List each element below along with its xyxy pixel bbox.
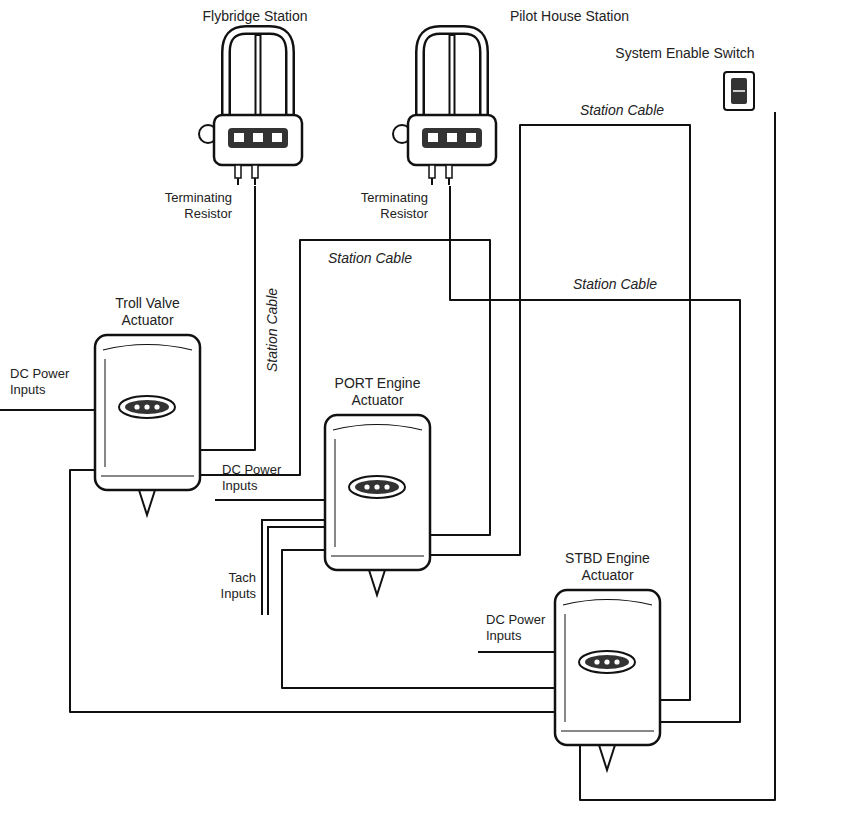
cable-label: Station Cable bbox=[326, 250, 414, 266]
part-name: Troll Valve Actuator bbox=[95, 295, 200, 329]
callout-label: DC Power Inputs bbox=[222, 462, 302, 493]
part-name: Pilot House Station bbox=[395, 8, 629, 25]
input-wires bbox=[0, 410, 555, 652]
flybridge-station-drawing bbox=[199, 30, 302, 185]
cable bbox=[282, 550, 555, 688]
callout-label: Terminating Resistor bbox=[346, 190, 428, 221]
port-actuator-drawing bbox=[325, 415, 430, 595]
cable bbox=[70, 470, 555, 712]
part-name: Flybridge Station bbox=[175, 8, 335, 25]
callout-label: DC Power Inputs bbox=[486, 612, 552, 643]
enable-switch-drawing bbox=[724, 72, 754, 110]
callout-label: DC Power Inputs bbox=[10, 366, 90, 397]
station-box: Pilot House Station bbox=[395, 8, 635, 186]
callout-label: Terminating Resistor bbox=[150, 190, 232, 221]
part-name: System Enable Switch bbox=[590, 45, 780, 62]
actuator-box: PORT Engine Actuator bbox=[325, 375, 430, 570]
part-name: STBD Engine Actuator bbox=[555, 550, 660, 584]
station-box: Flybridge Station bbox=[175, 8, 335, 186]
cable bbox=[580, 112, 775, 800]
cable-label: Station Cable bbox=[264, 286, 280, 374]
part-name: PORT Engine Actuator bbox=[325, 375, 430, 409]
pilot-station-drawing bbox=[393, 30, 496, 185]
actuator-box: Troll Valve Actuator bbox=[95, 295, 200, 490]
callout-label: Tach Inputs bbox=[196, 570, 256, 601]
cable bbox=[430, 125, 690, 700]
cable-label: Station Cable bbox=[578, 102, 666, 118]
troll-actuator-drawing bbox=[95, 335, 200, 515]
cable-label: Station Cable bbox=[571, 276, 659, 292]
cable bbox=[200, 240, 490, 535]
actuator-box: STBD Engine Actuator bbox=[555, 550, 660, 745]
cable bbox=[200, 186, 255, 450]
cable bbox=[450, 186, 740, 722]
stbd-actuator-drawing bbox=[555, 590, 660, 770]
